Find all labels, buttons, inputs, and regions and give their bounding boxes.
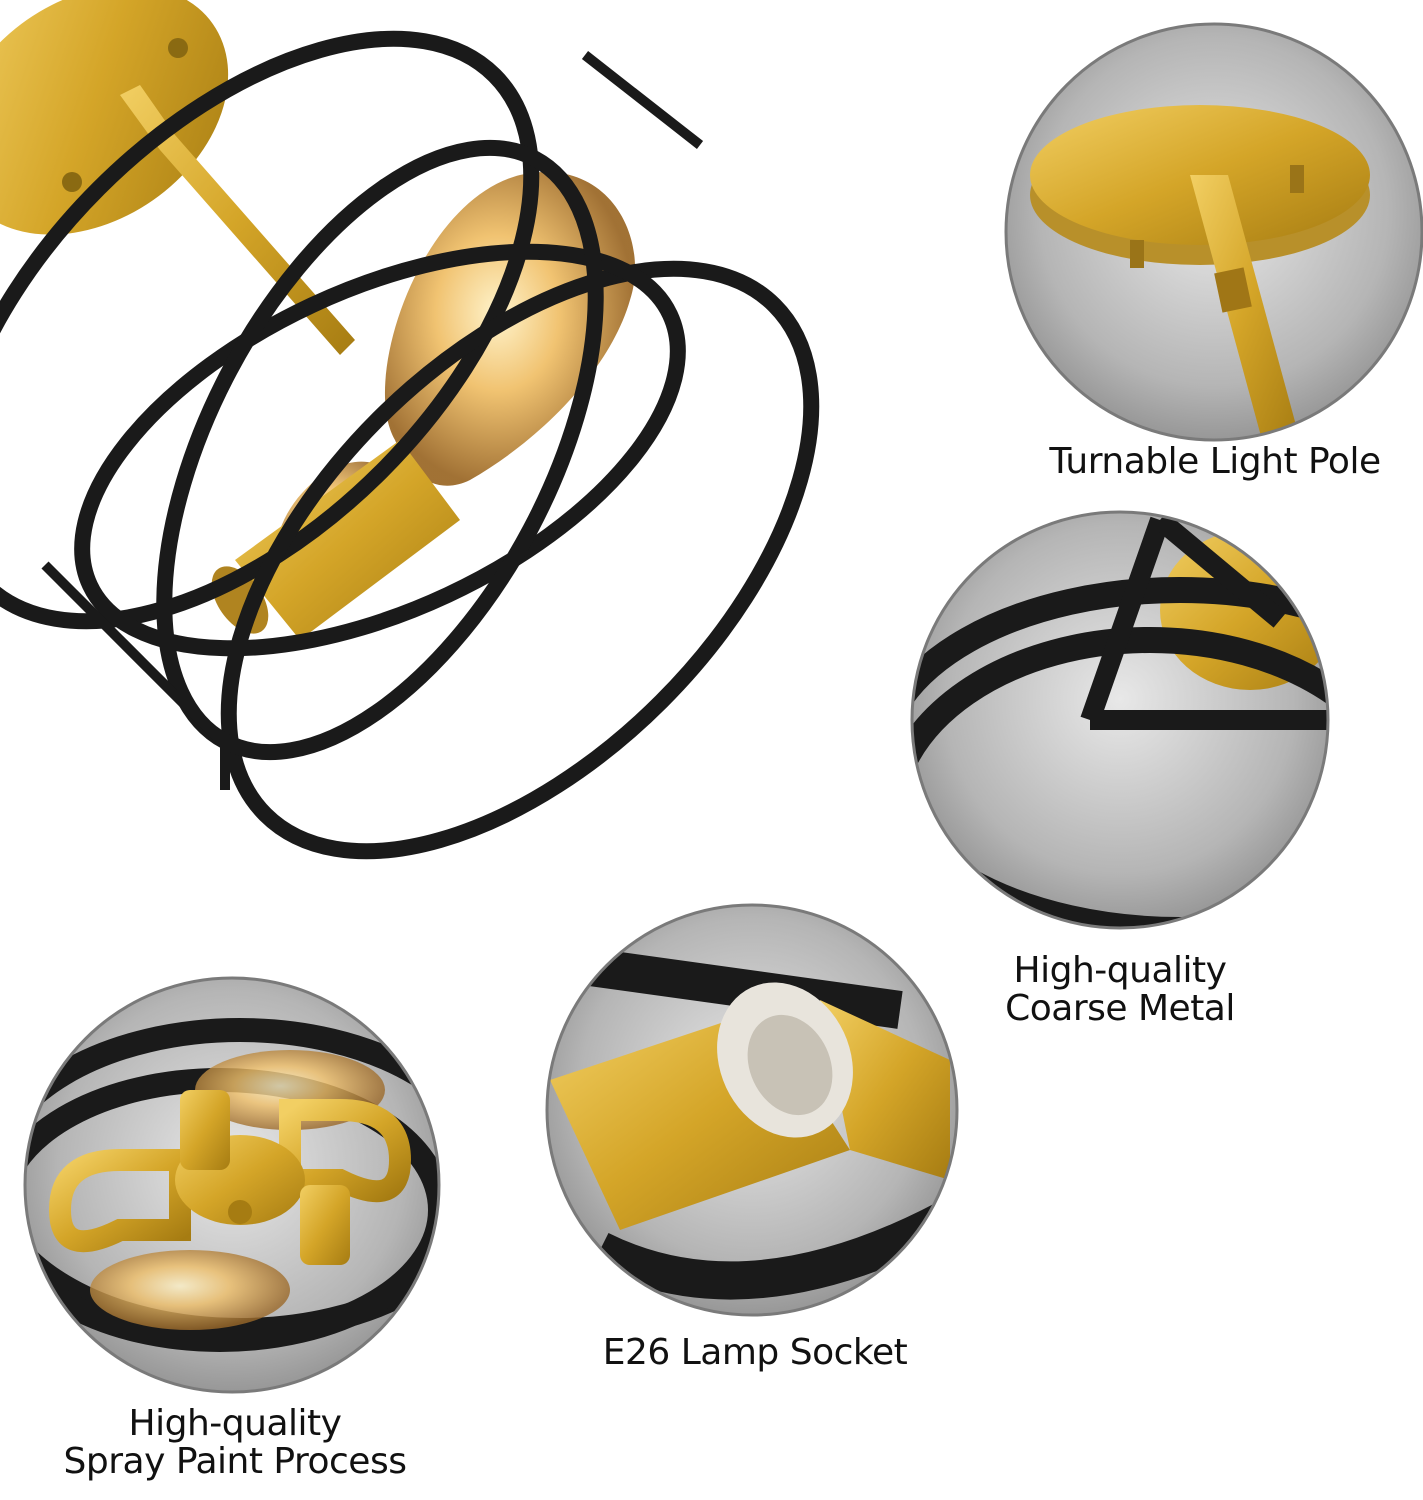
callout-metal-line2: Coarse Metal	[1005, 988, 1235, 1029]
callout-pole-label: Turnable Light Pole	[1040, 443, 1390, 481]
light-pole	[120, 85, 355, 355]
callout-paint-line1: High-quality	[128, 1403, 342, 1444]
callout-paint-line2: Spray Paint Process	[63, 1441, 407, 1482]
callout-pole-text: Turnable Light Pole	[1049, 441, 1381, 482]
main-fixture-image	[0, 0, 820, 860]
callout-metal-label: High-quality Coarse Metal	[980, 952, 1260, 1028]
cage-rings	[0, 30, 820, 860]
detail-circle-paint	[23, 976, 441, 1394]
detail-circle-pole	[1004, 22, 1423, 442]
cage-bars	[41, 51, 704, 790]
callout-socket-text: E26 Lamp Socket	[602, 1332, 908, 1373]
socket	[235, 440, 460, 640]
callout-paint-label: High-quality Spray Paint Process	[40, 1405, 430, 1481]
callout-metal-line1: High-quality	[1013, 950, 1227, 991]
detail-circle-socket	[545, 903, 959, 1317]
detail-circle-metal	[910, 510, 1330, 930]
callout-socket-label: E26 Lamp Socket	[590, 1334, 920, 1372]
canopy-plate	[0, 0, 229, 235]
